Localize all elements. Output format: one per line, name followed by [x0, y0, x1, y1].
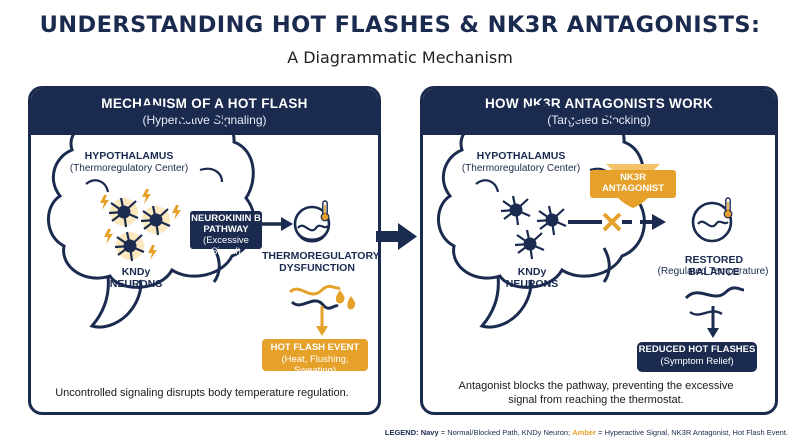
left-panel-subtitle: (Hyperactive Signaling)	[142, 113, 267, 127]
legend-label: LEGEND:	[384, 428, 419, 437]
left-neurons-label-line1: KNDy	[121, 266, 151, 278]
right-brain-stem	[479, 275, 533, 329]
left-brain-stem	[89, 275, 143, 329]
lightning-icon	[148, 245, 157, 260]
right-hypothalamus-label: HYPOTHALAMUS	[476, 150, 566, 162]
thermometer-icon	[723, 197, 733, 219]
block-x-icon	[602, 212, 622, 232]
neurokinin-pathway-box: NEUROKININ B PATHWAY (Excessive Signal)	[190, 211, 262, 257]
reduced-hot-flashes-box: REDUCED HOT FLASHES (Symptom Relief)	[637, 342, 757, 372]
right-caption-line2: signal from reaching the thermostat.	[508, 394, 684, 406]
restored-balance-sublabel: (Regulated Temperature)	[657, 266, 769, 277]
left-neuron-cluster	[100, 189, 181, 263]
hot-flash-event-sublabel: (Heat, Flushing, Sweating)	[281, 354, 349, 376]
legend-navy-text: = Normal/Blocked Path, KNDy Neuron;	[438, 428, 573, 437]
reduced-hot-flashes-title: REDUCED HOT FLASHES	[638, 344, 756, 355]
right-panel-caption: Antagonist blocks the pathway, preventin…	[430, 379, 762, 407]
page-title: UNDERSTANDING HOT FLASHES & NK3R ANTAGON…	[39, 12, 761, 38]
right-hypothalamus-sublabel: (Thermoregulatory Center)	[461, 163, 581, 174]
left-brain-outline	[47, 105, 256, 289]
legend-navy-word: Navy	[420, 428, 439, 437]
restored-balance-title: RESTORED BALANCE	[684, 254, 744, 278]
right-panel-header: HOW NK3R ANTAGONISTS WORK (Targeted Bloc…	[423, 89, 775, 135]
antagonist-label-line1: NK3R	[620, 172, 646, 183]
lightning-icon	[104, 229, 113, 244]
left-panel-caption: Uncontrolled signaling disrupts body tem…	[55, 387, 349, 399]
flow-arrow-icon	[376, 223, 417, 250]
page-subtitle: A Diagrammatic Mechanism	[287, 48, 513, 67]
right-neurons-label-line1: KNDy	[517, 266, 547, 278]
antagonist-label-line2: ANTAGONIST	[601, 183, 665, 194]
legend-amber-word: Amber	[572, 428, 597, 437]
pathway-sublabel: (Excessive Signal)	[203, 235, 249, 257]
right-neuron-cluster	[499, 194, 568, 261]
calm-wave	[684, 286, 745, 316]
hot-flash-event-box: HOT FLASH EVENT (Heat, Flushing, Sweatin…	[262, 339, 368, 376]
nk3r-antagonist-label: NK3R ANTAGONIST	[590, 172, 676, 194]
flow-arrow-icon	[316, 306, 328, 336]
shield-icon	[590, 164, 676, 208]
legend-amber-text: = Hyperactive Signal, NK3R Antagonist, H…	[596, 428, 788, 437]
right-thermostat	[691, 197, 733, 243]
left-neurons-label: KNDy NEURONS	[96, 266, 176, 290]
pathway-label-line1: NEUROKININ B	[191, 213, 261, 224]
right-neurons-label: KNDy NEURONS	[492, 266, 572, 290]
legend: LEGEND: Navy = Normal/Blocked Path, KNDy…	[385, 428, 788, 437]
dysfunction-label-line2: DYSFUNCTION	[279, 262, 355, 274]
left-hypothalamus-sublabel: (Thermoregulatory Center)	[69, 163, 189, 174]
flow-arrow-icon	[262, 217, 293, 231]
pathway-label-line2: PATHWAY	[203, 224, 249, 235]
dysfunction-label-line1: THERMOREGULATORY	[262, 250, 380, 262]
right-neurons-label-line2: NEURONS	[505, 278, 559, 290]
neuron-icon	[499, 194, 532, 227]
left-hypothalamus-label: HYPOTHALAMUS	[84, 150, 174, 162]
blocked-pathway	[568, 214, 666, 230]
dysfunction-label: THERMOREGULATORY DYSFUNCTION	[262, 250, 380, 274]
left-thermostat	[293, 200, 331, 243]
lightning-icon	[100, 195, 109, 210]
left-panel: MECHANISM OF A HOT FLASH (Hyperactive Si…	[28, 86, 381, 415]
reduced-hot-flashes-sublabel: (Symptom Relief)	[660, 356, 734, 367]
lightning-icon	[172, 205, 181, 220]
right-brain-outline	[437, 105, 646, 289]
neuron-icon	[535, 204, 568, 237]
sweat-drop-icon	[335, 290, 356, 310]
right-panel-subtitle: (Targeted Blocking)	[547, 113, 651, 127]
left-neurons-label-line2: NEURONS	[109, 278, 163, 290]
thermometer-icon	[320, 200, 330, 222]
heat-waves	[288, 284, 341, 310]
flow-arrow-icon	[707, 306, 719, 338]
lightning-icon	[142, 189, 151, 204]
left-panel-header: MECHANISM OF A HOT FLASH (Hyperactive Si…	[31, 89, 378, 135]
hot-flash-event-title: HOT FLASH EVENT	[270, 342, 360, 353]
right-caption-line1: Antagonist blocks the pathway, preventin…	[458, 380, 734, 392]
neuron-icon	[513, 228, 546, 261]
